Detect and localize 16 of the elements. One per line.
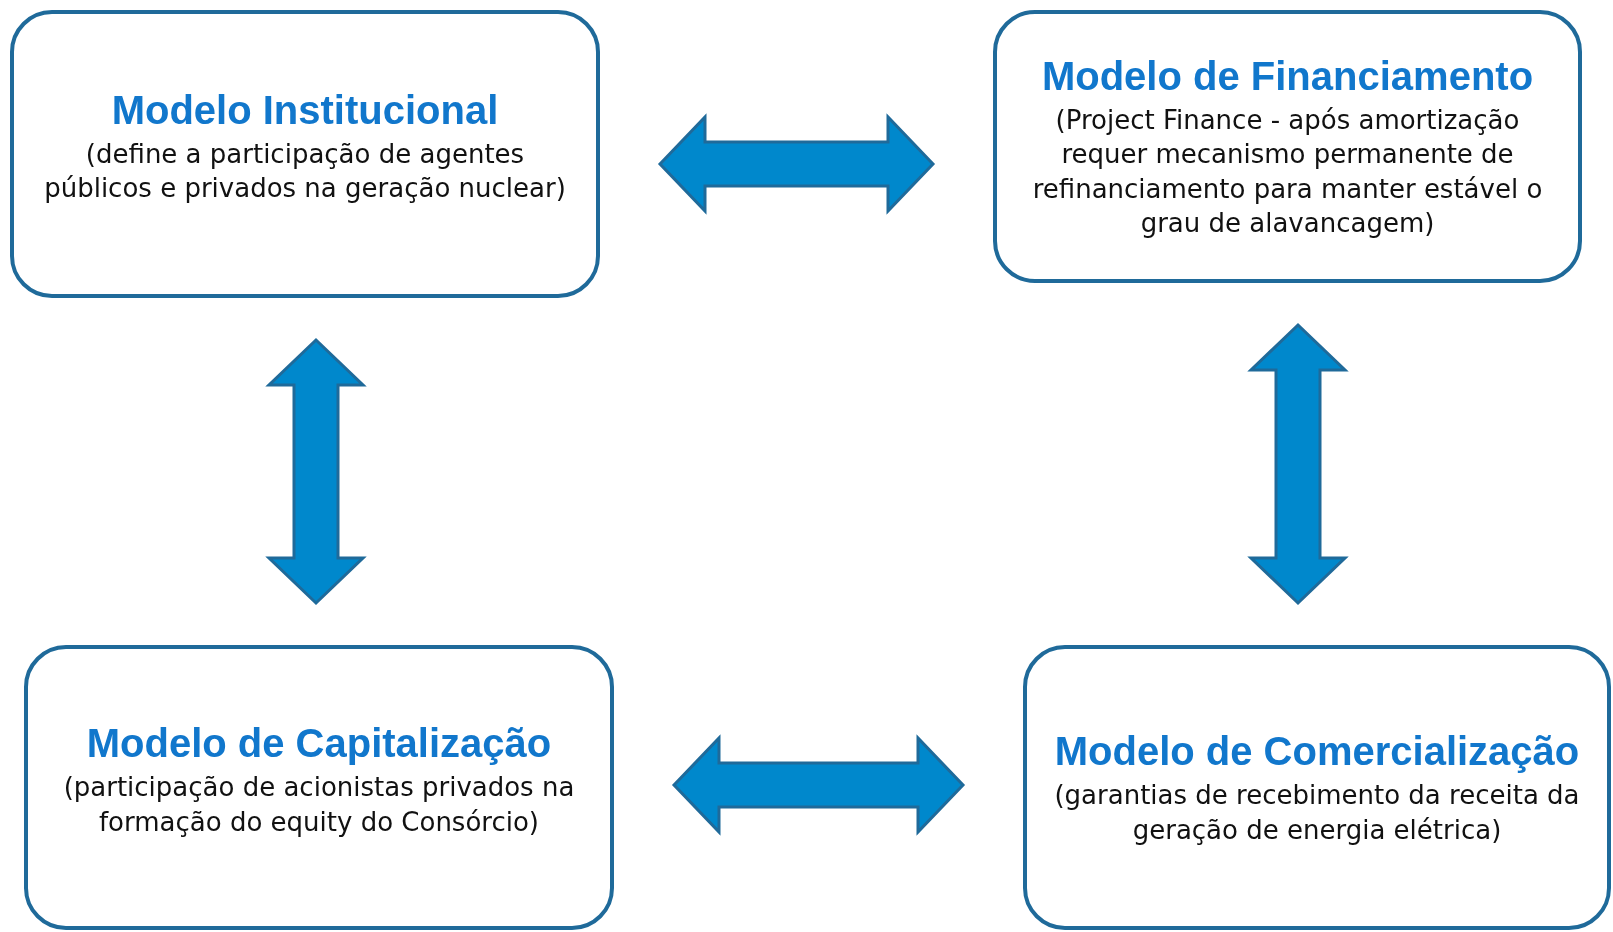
- rounded-box: [24, 645, 614, 930]
- double-arrow: [1247, 322, 1349, 606]
- description-text: (garantias de recebimento da receita da geração de energia elétrica): [1053, 779, 1581, 847]
- rounded-box: [1023, 645, 1611, 930]
- title-text: Modelo de Financiamento: [1041, 52, 1534, 100]
- double-arrow: [265, 337, 367, 606]
- title-text: Modelo de Comercialização: [1054, 728, 1580, 776]
- title-text: Modelo de Capitalização: [86, 720, 552, 768]
- rounded-box: [993, 10, 1582, 283]
- description-text: (Project Finance - após amortização requer mecanismo permanente de refinanciamento para manter estável o grau de alavancagem): [1031, 103, 1544, 240]
- double-arrow: [671, 734, 966, 836]
- double-arrow: [657, 113, 936, 215]
- title-text: Modelo Institucional: [111, 86, 499, 134]
- description-text: (participação de acionistas privados na formação do equity do Consórcio): [62, 771, 576, 839]
- rounded-box: [10, 10, 600, 298]
- description-text: (define a participação de agentes públicos e privados na geração nuclear): [43, 137, 567, 205]
